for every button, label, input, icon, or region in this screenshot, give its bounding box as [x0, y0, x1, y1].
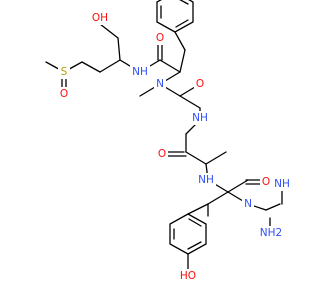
molecule-structure: OH S O NH O N O NH — [45, 0, 292, 283]
atom-o1: O — [156, 32, 164, 44]
bond — [207, 191, 229, 205]
atom-label-o1: O — [154, 31, 166, 45]
atom-label-s: S — [58, 65, 70, 79]
bond — [179, 0, 189, 5]
bond — [117, 37, 121, 61]
atom-n-me: N — [156, 78, 164, 90]
atom-nh3: NH — [198, 174, 214, 186]
atom-label-oh2: HO — [178, 269, 198, 283]
bond — [187, 203, 209, 215]
bond — [188, 218, 202, 227]
bond — [159, 59, 181, 73]
bond — [99, 59, 121, 73]
atom-label-n-me: N — [154, 77, 166, 91]
atom-label-o3: O — [156, 147, 168, 161]
atom-nh2: NH — [192, 112, 208, 124]
atom-nh-g: NH — [274, 178, 290, 190]
atom-label-o2: O — [194, 77, 206, 91]
bond — [185, 151, 207, 165]
atom-oh2: HO — [180, 270, 196, 282]
bond — [175, 19, 189, 28]
bond — [174, 31, 186, 51]
atom-o4: O — [262, 176, 270, 188]
atom-labels: OH S O NH O N O NH — [58, 11, 292, 283]
bond — [187, 241, 202, 250]
bond — [179, 95, 201, 109]
bond — [227, 179, 249, 193]
atom-n-g: N — [244, 198, 252, 210]
atom-label-nh3: NH — [196, 173, 216, 187]
atom-label-nh-g: NH — [272, 177, 292, 191]
atom-nh2-g: NH2 — [260, 227, 282, 239]
atom-o3: O — [158, 148, 166, 160]
atom-s: S — [61, 66, 68, 78]
atom-oh1: OH — [92, 12, 108, 24]
atom-label-nh1: NH — [130, 65, 150, 79]
atom-o2: O — [196, 78, 204, 90]
bond — [81, 61, 101, 73]
atom-label-nh2: NH — [190, 111, 210, 125]
atom-nh1: NH — [132, 66, 148, 78]
atom-label-o-s: O — [58, 87, 70, 101]
atom-o-s: O — [60, 88, 68, 100]
bond — [205, 151, 227, 165]
bond — [99, 23, 119, 39]
bond — [265, 203, 281, 211]
phenyl-ring — [156, 0, 194, 33]
phenol-ring — [169, 213, 207, 255]
bond — [179, 49, 186, 73]
atom-label-oh1: OH — [90, 11, 110, 25]
atom-label-o4: O — [260, 175, 272, 189]
atom-label-n-g: N — [242, 197, 254, 211]
atom-label-nh2-g: NH2 — [258, 226, 284, 240]
